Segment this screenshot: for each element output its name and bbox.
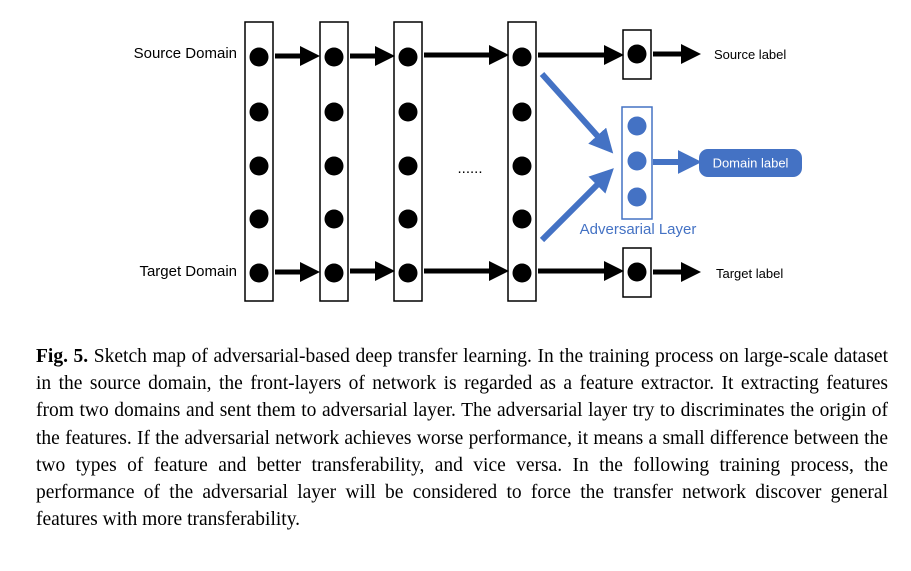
target-label-text: Target label [716, 266, 783, 281]
adversarial-transfer-diagram: Source Domain Target Domain Source label… [134, 21, 802, 302]
source-output-node [622, 29, 652, 80]
target-domain-label: Target Domain [139, 263, 237, 280]
caption-text: Sketch map of adversarial-based deep tra… [36, 346, 888, 531]
source-domain-label: Source Domain [134, 45, 237, 62]
layer-column-2 [319, 21, 349, 302]
svg-text:Domain label: Domain label [713, 156, 789, 171]
adversarial-layer [621, 106, 653, 220]
figure-number: Fig. 5. [36, 346, 89, 367]
layer-column-4 [507, 21, 537, 302]
source-label-text: Source label [714, 47, 786, 62]
target-flow-arrows [275, 261, 701, 282]
domain-label-pill: Domain label [699, 149, 802, 177]
target-output-node [622, 247, 652, 298]
adversarial-layer-label: Adversarial Layer [580, 221, 697, 238]
figure-caption: Fig. 5. Sketch map of adversarial-based … [36, 343, 888, 533]
ellipsis: ...... [457, 160, 482, 177]
layer-column-1 [244, 21, 274, 302]
layer-column-3 [393, 21, 423, 302]
adversarial-arrows [539, 71, 702, 243]
source-flow-arrows [275, 44, 701, 66]
